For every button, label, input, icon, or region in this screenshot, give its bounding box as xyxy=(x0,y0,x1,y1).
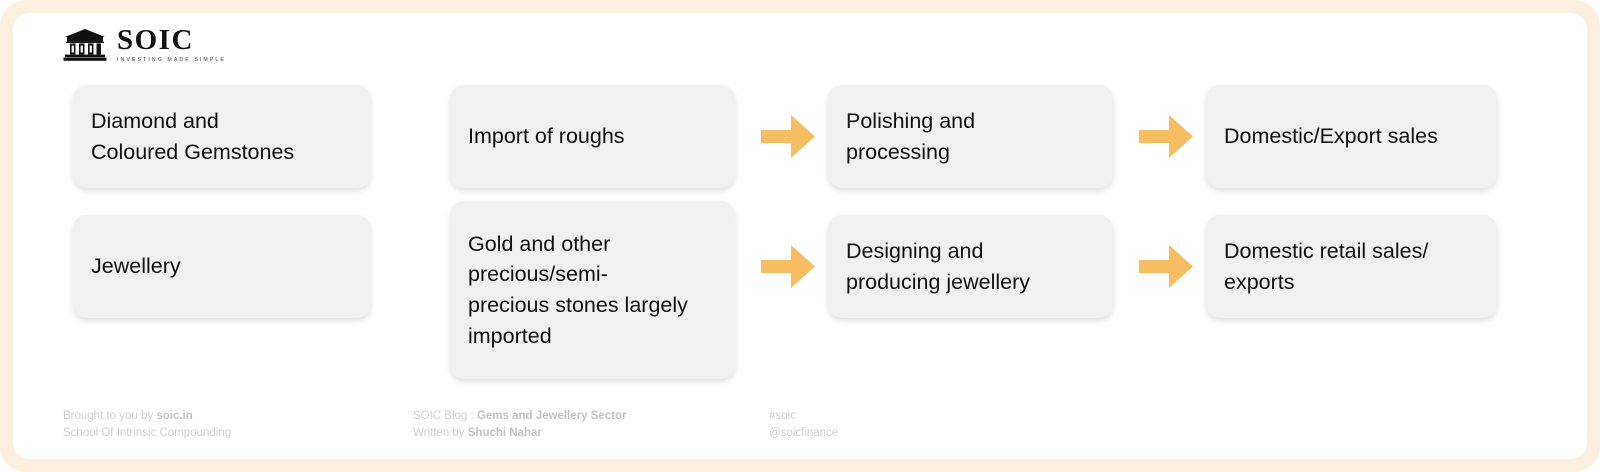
flow-node-label: Designing and producing jewellery xyxy=(846,238,1031,294)
footer-blog-title: Gems and Jewellery Sector xyxy=(476,410,627,423)
flow-node-gold-precious-stones: Gold and other precious/semi- precious s… xyxy=(450,201,735,379)
footer-author-name: Shuchi Nahar xyxy=(467,426,542,439)
flow-node-label: Domestic/Export sales xyxy=(1224,124,1438,149)
flow-node-domestic-retail-exports: Domestic retail sales/ exports xyxy=(1206,215,1497,318)
brand-tagline: INVESTING MADE SIMPLE xyxy=(117,57,226,63)
flow-node-designing-producing: Designing and producing jewellery xyxy=(828,215,1113,318)
footer-blog-prefix: SOIC Blog : xyxy=(413,410,477,423)
flow-node-jewellery-source: Jewellery xyxy=(73,215,371,318)
brand-logo: SOIC INVESTING MADE SIMPLE xyxy=(63,26,226,63)
bank-building-icon xyxy=(63,28,107,61)
arrow-right-icon xyxy=(761,245,815,288)
footer-author-line: Written by Shuchi Nahar xyxy=(413,425,627,441)
flow-node-label: Import of roughs xyxy=(468,124,625,149)
footer-handle: @soicfinance xyxy=(769,426,839,439)
flow-node-domestic-export-sales: Domestic/Export sales xyxy=(1206,85,1497,188)
flow-node-label: Domestic retail sales/ exports xyxy=(1224,238,1429,294)
brand-wordmark: SOIC INVESTING MADE SIMPLE xyxy=(117,26,226,63)
footer-attribution: Brought to you by soic.in School Of Intr… xyxy=(63,408,231,441)
footer-attribution-site: soic.in xyxy=(156,410,193,423)
footer-blog-credit: SOIC Blog : Gems and Jewellery Sector Wr… xyxy=(413,408,627,441)
footer-attribution-line2: School Of Intrinsic Compounding xyxy=(63,426,232,439)
footer-attribution-line1: Brought to you by soic.in xyxy=(63,408,231,424)
footer-attribution-prefix: Brought to you by xyxy=(63,410,157,423)
arrow-right-icon xyxy=(1139,115,1193,158)
flow-node-diamond-source: Diamond and Coloured Gemstones xyxy=(73,85,371,188)
infographic-canvas: SOIC INVESTING MADE SIMPLE Diamond and C… xyxy=(13,13,1587,459)
footer-blog-line: SOIC Blog : Gems and Jewellery Sector xyxy=(413,408,627,424)
footer-hashtag: #soic xyxy=(769,410,796,423)
flow-node-label: Jewellery xyxy=(91,254,181,279)
footer-author-prefix: Written by xyxy=(413,426,468,439)
flow-node-import-of-roughs: Import of roughs xyxy=(450,85,735,188)
arrow-right-icon xyxy=(1139,245,1193,288)
footer-social: #soic @soicfinance xyxy=(769,408,838,441)
brand-name: SOIC xyxy=(117,24,194,56)
flow-node-label: Gold and other precious/semi- precious s… xyxy=(468,231,688,348)
flow-node-polishing-processing: Polishing and processing xyxy=(828,85,1113,188)
arrow-right-icon xyxy=(761,115,815,158)
flow-node-label: Polishing and processing xyxy=(846,108,976,164)
flow-node-label: Diamond and Coloured Gemstones xyxy=(91,108,295,164)
